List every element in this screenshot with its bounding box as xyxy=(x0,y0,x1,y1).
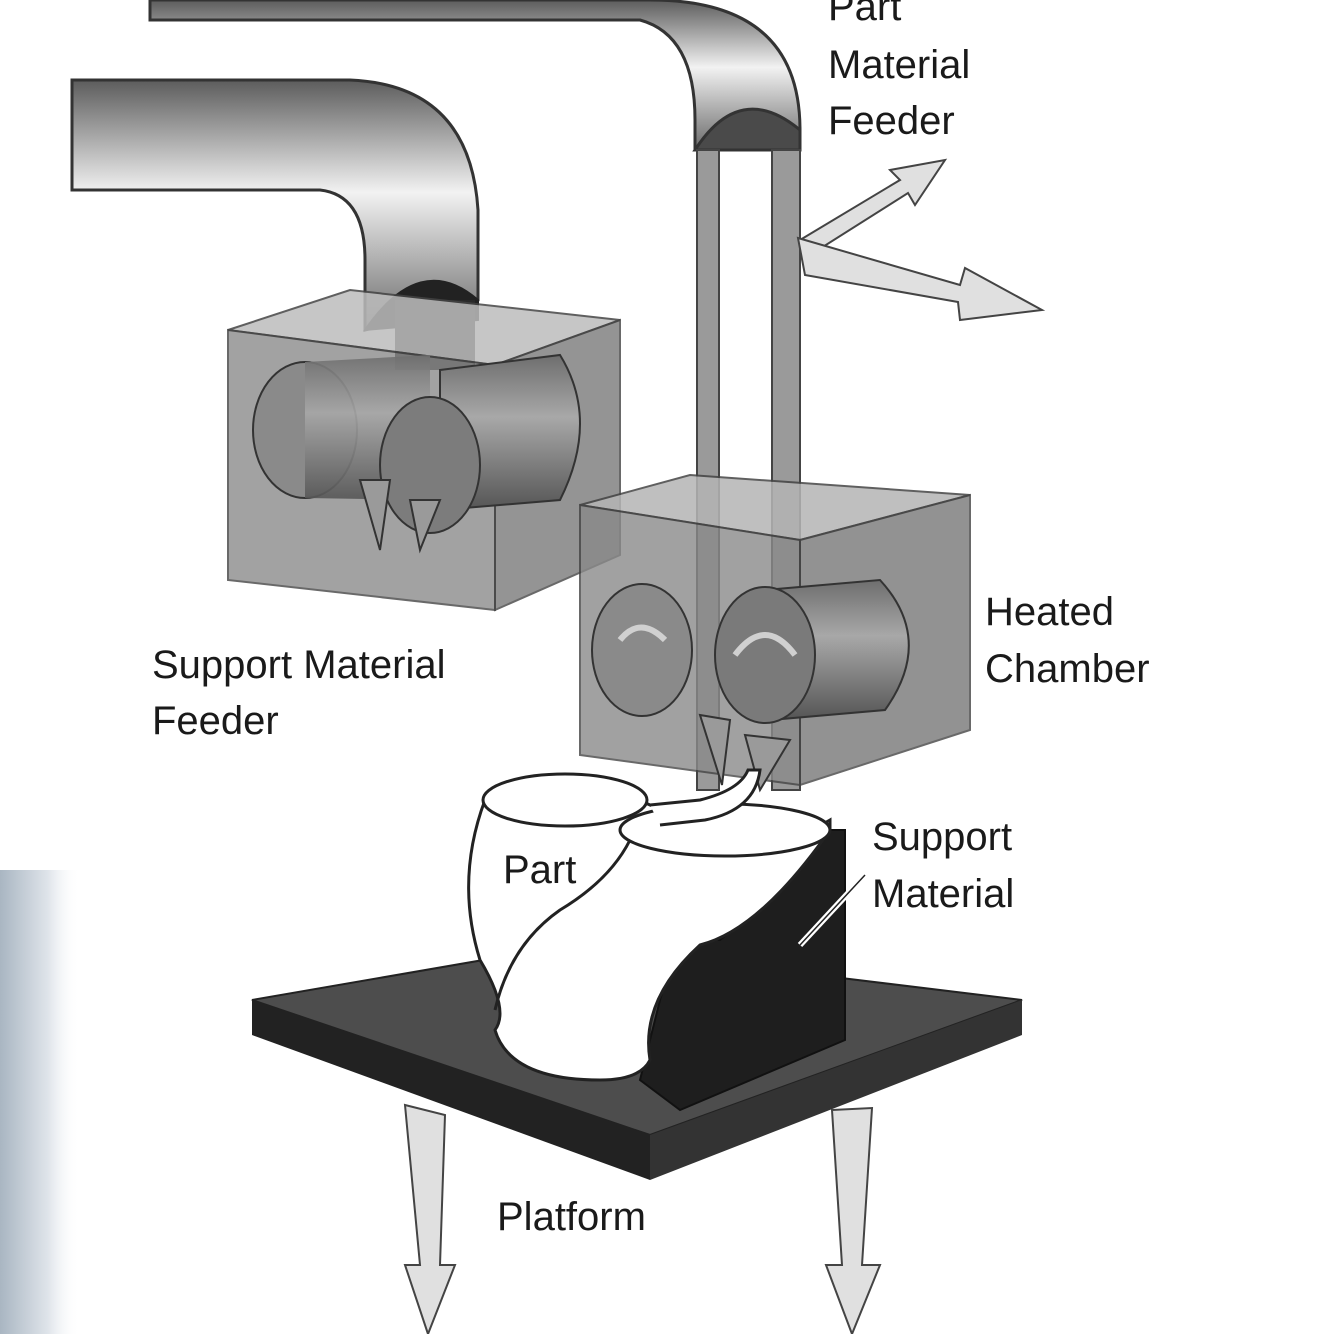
left-edge-shadow xyxy=(0,870,80,1334)
label-heated-1: Heated xyxy=(985,590,1114,634)
label-support-feeder-2: Feeder xyxy=(152,699,279,743)
label-part-feeder-1: Part xyxy=(828,0,901,29)
label-part: Part xyxy=(503,848,576,892)
label-platform: Platform xyxy=(497,1195,646,1239)
label-support-material-2: Material xyxy=(872,872,1014,916)
label-support-feeder-1: Support Material xyxy=(152,643,445,687)
heated-chamber-box xyxy=(579,473,971,793)
head-motion-arrows xyxy=(796,158,1046,322)
label-part-feeder-3: Feeder xyxy=(828,99,955,143)
part-feeder-tube xyxy=(148,0,802,152)
platform-down-arrows xyxy=(403,1103,882,1334)
label-heated-2: Chamber xyxy=(985,647,1150,691)
support-leader-line-outline xyxy=(799,874,866,946)
label-part-feeder-2: Material xyxy=(828,43,970,87)
label-support-material-1: Support xyxy=(872,815,1012,859)
part-shape xyxy=(467,768,832,1082)
support-feeder-box xyxy=(227,288,621,612)
